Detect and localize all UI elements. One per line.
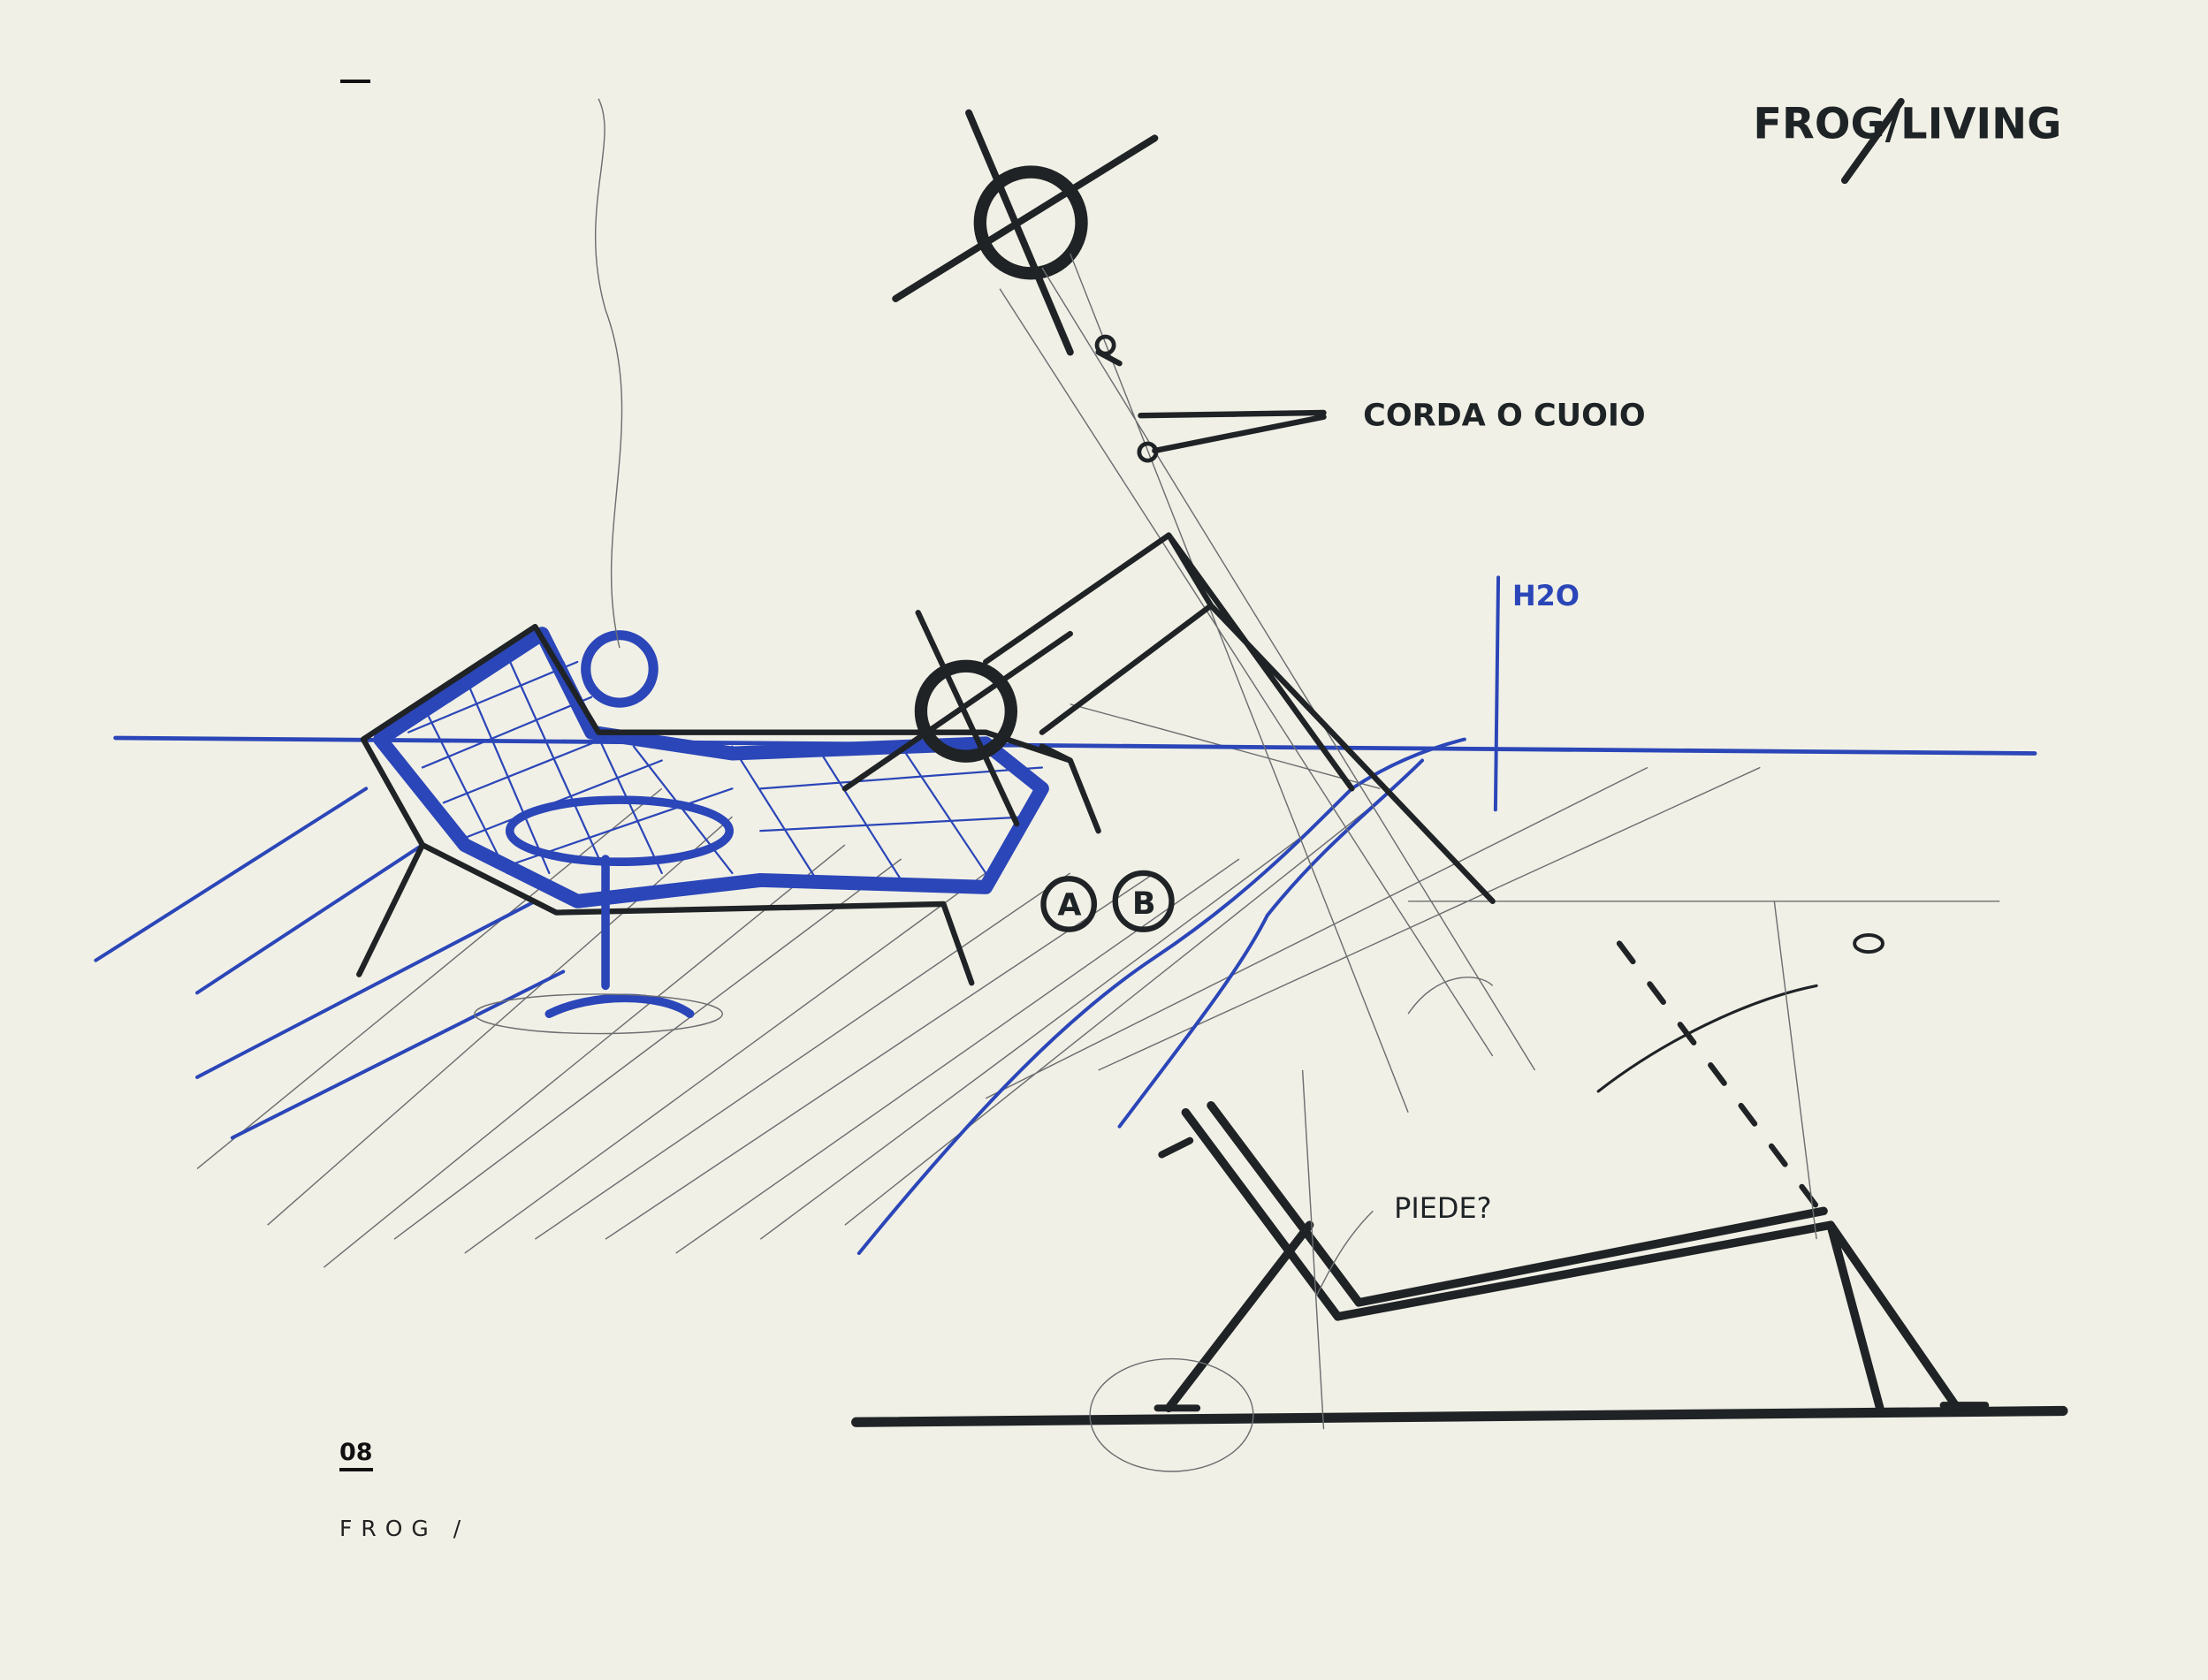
- annotation-rope: CORDA O CUOIO: [1363, 397, 1646, 433]
- chaise-longue-sketch: [356, 98, 1101, 1035]
- page-label: FROG /: [339, 1516, 470, 1541]
- water-lines: [94, 575, 2037, 1256]
- sketch-title: FROG/LIVING: [1753, 100, 2061, 148]
- page-number: 08: [339, 1441, 373, 1471]
- annotation-option-b: B: [1132, 886, 1156, 922]
- side-view-chair: [851, 901, 2068, 1472]
- floor-hatching: [196, 703, 2000, 1268]
- top-dash-divider: [340, 80, 370, 83]
- annotation-option-a: A: [1057, 887, 1081, 924]
- annotation-water: H2O: [1512, 579, 1580, 612]
- pole-structure: [841, 109, 1536, 1114]
- annotation-foot: PIEDE?: [1394, 1191, 1491, 1225]
